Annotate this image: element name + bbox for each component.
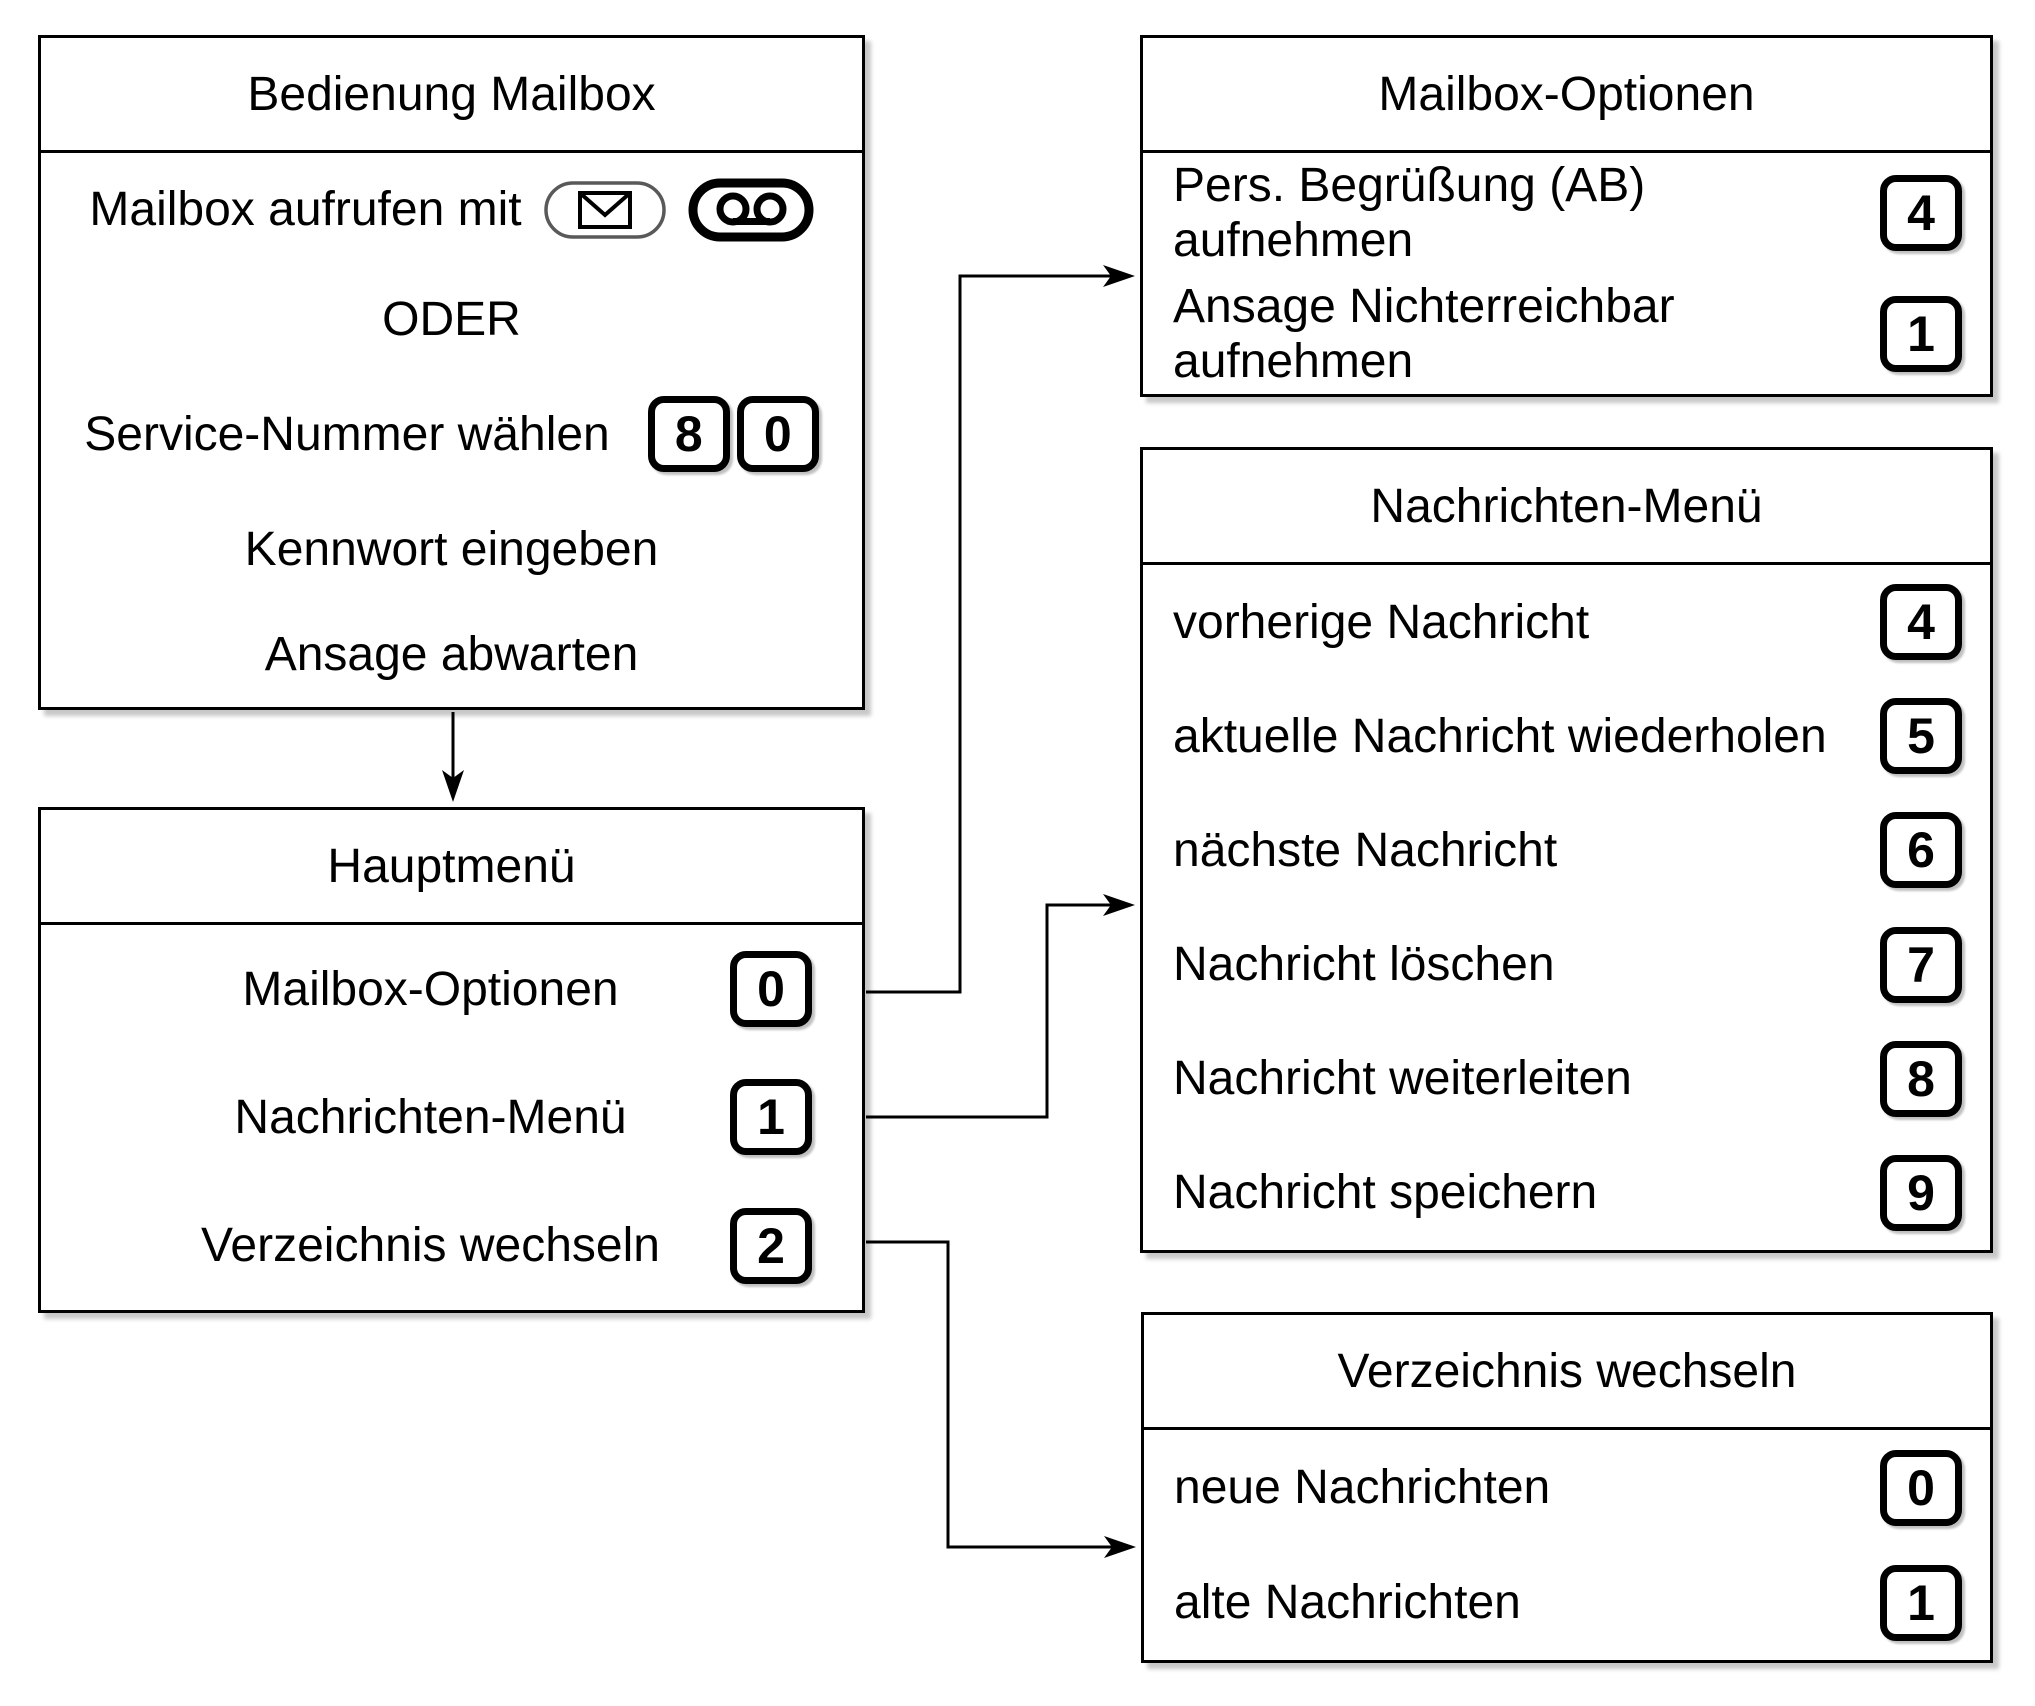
dial-key-2: 2 [730,1207,812,1284]
dial-key-1: 1 [1880,1564,1962,1641]
menu-item-label: aktuelle Nachricht wiederholen [1173,709,1827,763]
menu-item-label: vorherige Nachricht [1173,595,1590,649]
arrow-key0-to-mailbox-optionen [866,265,1135,994]
box-body: vorherige Nachricht 4 aktuelle Nachricht… [1143,565,1990,1250]
step-row: Service-Nummer wählen 8 0 [41,396,862,473]
step-row: Mailbox aufrufen mit [41,178,862,242]
menu-item: Pers. Begrüßung (AB) aufnehmen 4 [1143,158,1990,268]
dial-key-8: 8 [1880,1040,1962,1117]
menu-item: nächste Nachricht 6 [1143,812,1990,889]
dial-key-8: 8 [647,396,730,473]
dial-key-7: 7 [1880,926,1962,1003]
menu-item: Nachricht weiterleiten 8 [1143,1040,1990,1117]
box-title: Verzeichnis wechseln [1144,1315,1990,1430]
menu-item-label: Pers. Begrüßung (AB) aufnehmen [1173,159,1646,268]
dial-key-1: 1 [1880,295,1962,372]
menu-item-label: Verzeichnis wechseln [201,1219,660,1273]
dial-key-5: 5 [1880,698,1962,775]
box-body: neue Nachrichten 0 alte Nachrichten 1 [1144,1430,1990,1660]
step-row: Ansage abwarten [41,627,862,682]
dial-key-1: 1 [730,1079,812,1156]
dial-key-0: 0 [730,951,812,1028]
service-number-keys: 8 0 [647,396,819,473]
step-row: ODER [41,292,862,347]
menu-item-label: Mailbox-Optionen [242,962,619,1016]
box-title: Nachrichten-Menü [1143,450,1990,565]
dial-key-0: 0 [736,396,819,473]
menu-item: Mailbox-Optionen 0 [41,951,862,1028]
step-label: Kennwort eingeben [244,523,659,577]
voicemail-icon [688,178,814,242]
step-label: Service-Nummer wählen [84,407,610,461]
menu-item: Nachricht löschen 7 [1143,926,1990,1003]
dial-key-4: 4 [1880,175,1962,252]
box-body: Mailbox aufrufen mit [41,153,862,707]
box-nachrichten-menu: Nachrichten-Menü vorherige Nachricht 4 a… [1140,447,1993,1253]
dial-key-0: 0 [1880,1449,1962,1526]
envelope-icon [543,181,666,239]
box-title: Mailbox-Optionen [1143,38,1990,153]
arrow-key1-to-nachrichten-menu [866,894,1135,1119]
dial-key-9: 9 [1880,1154,1962,1231]
box-title: Hauptmenü [41,810,862,925]
menu-item: neue Nachrichten 0 [1144,1449,1990,1526]
box-mailbox-optionen: Mailbox-Optionen Pers. Begrüßung (AB) au… [1140,35,1993,397]
box-bedienung-mailbox: Bedienung Mailbox Mailbox aufrufen mit [38,35,865,710]
box-body: Mailbox-Optionen 0 Nachrichten-Menü 1 Ve… [41,925,862,1310]
step-row: Kennwort eingeben [41,522,862,577]
menu-item-label: nächste Nachricht [1173,823,1558,877]
box-body: Pers. Begrüßung (AB) aufnehmen 4 Ansage … [1143,153,1990,394]
box-hauptmenu: Hauptmenü Mailbox-Optionen 0 Nachrichten… [38,807,865,1313]
menu-item: Ansage Nichterreichbar aufnehmen 1 [1143,279,1990,389]
menu-item-label: neue Nachrichten [1174,1461,1551,1514]
menu-item-label: Nachrichten-Menü [234,1090,627,1144]
dial-key-6: 6 [1880,812,1962,889]
step-label: Mailbox aufrufen mit [89,183,522,237]
menu-item: Verzeichnis wechseln 2 [41,1207,862,1284]
menu-item: vorherige Nachricht 4 [1143,584,1990,661]
menu-item: alte Nachrichten 1 [1144,1564,1990,1641]
step-label: ODER [382,292,521,346]
menu-item-label: Nachricht löschen [1173,938,1555,992]
menu-item: Nachricht speichern 9 [1143,1154,1990,1231]
menu-item-label: Ansage Nichterreichbar aufnehmen [1173,279,1675,388]
box-title: Bedienung Mailbox [41,38,862,153]
menu-item-label: Nachricht speichern [1173,1166,1598,1220]
menu-item-label: alte Nachrichten [1174,1576,1521,1629]
menu-item: Nachrichten-Menü 1 [41,1079,862,1156]
menu-item-label: Nachricht weiterleiten [1173,1052,1632,1106]
menu-item: aktuelle Nachricht wiederholen 5 [1143,698,1990,775]
box-verzeichnis-wechseln: Verzeichnis wechseln neue Nachrichten 0 … [1141,1312,1993,1663]
dial-key-4: 4 [1880,584,1962,661]
step-label: Ansage abwarten [264,628,639,682]
arrow-key2-to-verzeichnis [866,1240,1136,1558]
